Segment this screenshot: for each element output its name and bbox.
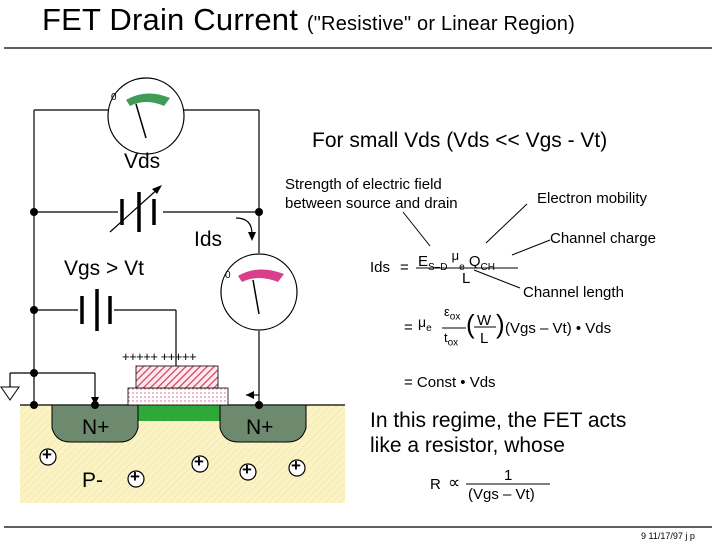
title-main: FET Drain Current (42, 2, 299, 37)
vds-meter-scale (126, 93, 170, 106)
num-q: Q (468, 253, 481, 270)
variable-arrow (109, 186, 161, 233)
line2-eps-symbol: ε (444, 304, 450, 319)
vgs-battery (80, 289, 112, 331)
junction-dots (30, 208, 263, 409)
equation-heading: For small Vds (Vds << Vgs - Vt) (312, 129, 608, 152)
variable-arrow-head-icon (152, 185, 162, 194)
ids-arrow-head-icon (248, 232, 256, 241)
channel (120, 405, 245, 421)
ids-arrow (235, 217, 253, 235)
ids-meter-needle (252, 279, 260, 315)
annotation-charge: Channel charge (550, 230, 656, 247)
n-plus-drain-label: N+ (246, 416, 274, 439)
n-plus-drain (219, 404, 307, 443)
vds-meter (107, 77, 185, 155)
ids-label: Ids (194, 228, 223, 251)
line2-mu: μe (418, 314, 432, 334)
numerator: ES–D μe QCH (418, 248, 495, 273)
title-subtitle: ("Resistive" or Linear Region) (306, 13, 575, 35)
gate-electrode (135, 365, 219, 389)
p-substrate-label: P- (82, 469, 103, 492)
vgs-label: Vgs > Vt (64, 257, 144, 280)
num-q-sub: CH (480, 262, 495, 273)
hole-plus-5: + (291, 456, 301, 475)
r-numerator: 1 (504, 467, 513, 484)
conclusion-line2: like a resistor, whose (370, 434, 565, 457)
line2-rest: (Vgs – Vt) • Vds (505, 320, 612, 337)
line2-eps-sub: ox (449, 311, 461, 323)
gate-oxide (127, 387, 229, 406)
hole-plus-1: + (42, 445, 52, 464)
ground-icon (0, 386, 20, 401)
annotation-length: Channel length (523, 284, 624, 301)
hole-markers (39, 448, 306, 488)
line2-mu-sub: e (426, 322, 432, 334)
line2-mu-symbol: μ (418, 314, 427, 330)
line2-t: tox (444, 330, 458, 349)
ids-meter-zero: 0 (225, 270, 231, 281)
conclusion-line1: In this regime, the FET acts (370, 409, 627, 432)
annotation-field-line1: Strength of electric field (285, 176, 442, 193)
denominator-L: L (462, 270, 471, 287)
page-title: FET Drain Current ("Resistive" or Linear… (42, 2, 575, 38)
paren-open: ( (466, 309, 475, 339)
num-e: E (418, 253, 429, 270)
line2-L: L (480, 330, 489, 347)
line2-t-symbol: t (444, 330, 448, 345)
num-mu: μ (451, 248, 460, 263)
footer-page-date: 9 11/17/97 j p (641, 531, 695, 541)
proportional-symbol: ∝ (448, 473, 461, 492)
r-denominator: (Vgs – Vt) (468, 486, 535, 503)
vds-meter-zero: 0 (111, 92, 117, 103)
gate-charge-label: +++++ +++++ (122, 349, 197, 364)
drain-current-arrow-icon (246, 391, 254, 399)
equation-line3: = Const • Vds (404, 374, 496, 391)
hole-plus-3: + (194, 452, 204, 471)
hole-plus-4: + (242, 460, 252, 479)
ids-symbol: Ids (370, 259, 391, 276)
annotation-field-line2: between source and drain (285, 195, 458, 212)
num-e-sub: S–D (428, 262, 448, 273)
n-plus-source-label: N+ (82, 416, 110, 439)
ids-meter (220, 253, 298, 331)
line2-W: W (477, 312, 492, 329)
ids-meter-scale (238, 269, 284, 282)
equals-2: = (404, 319, 413, 336)
num-mu-sub: e (459, 262, 465, 273)
line2-eps: εox (444, 304, 460, 323)
hole-plus-2: + (130, 467, 140, 486)
annotation-pointers (402, 203, 551, 289)
vds-meter-needle (135, 103, 147, 139)
vds-battery (120, 192, 156, 232)
equals-1: = (400, 259, 409, 276)
annotation-mobility: Electron mobility (537, 190, 648, 207)
r-symbol: R (430, 476, 441, 493)
line2-t-sub: ox (447, 337, 459, 349)
vds-label: Vds (124, 150, 161, 173)
paren-close: ) (496, 309, 505, 339)
n-plus-source (51, 404, 139, 443)
